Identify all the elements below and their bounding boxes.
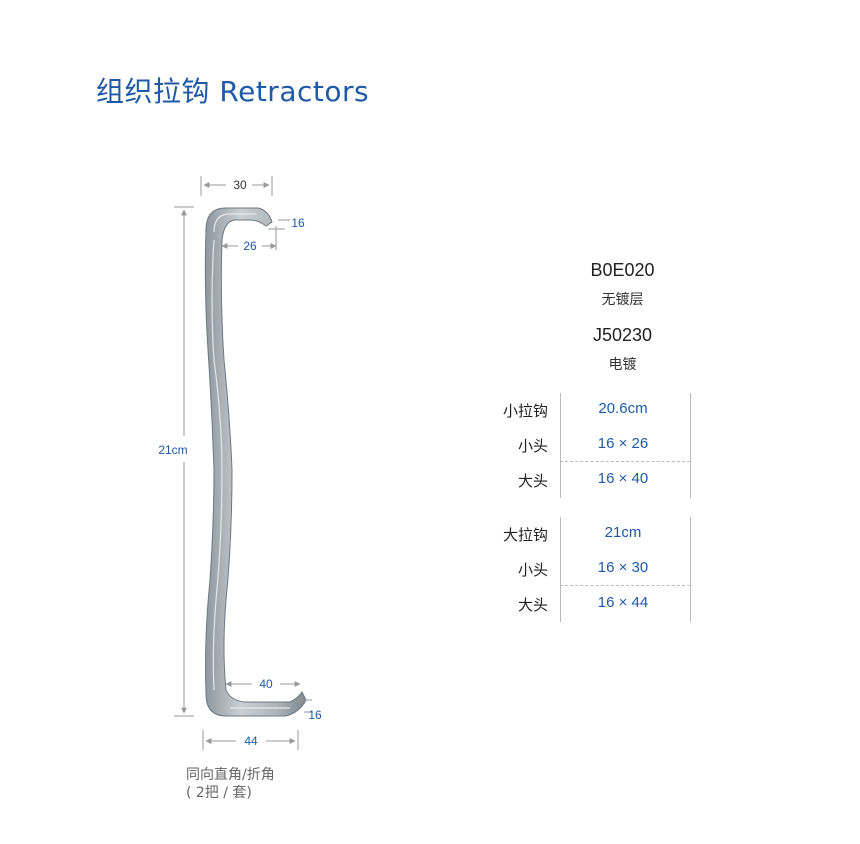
product-code: J50230 [592,325,653,345]
spec-table-large: 大拉钩 21cm 小头 16 × 30 大头 16 × 44 [480,517,710,622]
finish-note: 电镀 [608,357,637,373]
spec-label: 小头 [517,437,548,455]
spec-label: 小拉钩 [502,402,548,420]
spec-label: 大拉钩 [502,526,548,544]
overall-length-label: 21cm [158,443,187,457]
spec-value: 20.6cm [598,400,648,417]
spec-row: 小拉钩 20.6cm [480,393,710,428]
spec-value: 16 × 30 [597,559,649,576]
product-caption: 同向直角/折角 ( 2把 / 套) [186,766,275,802]
spec-row: 大拉钩 21cm [480,517,710,552]
spec-row: 大头 16 × 44 [480,587,710,622]
spec-table-small: 小拉钩 20.6cm 小头 16 × 26 大头 16 × 40 [480,393,710,498]
top-thickness-label: 16 [291,216,305,230]
code-block-plated: J50230 电镀 [530,325,715,374]
finish-note: 无镀层 [601,292,644,308]
spec-row: 小头 16 × 26 [480,428,710,463]
bottom-inner-width-label: 40 [259,677,273,691]
retractor-instrument [204,207,307,717]
spec-row: 小头 16 × 30 [480,552,710,587]
bottom-width-label: 44 [244,734,258,748]
top-width-label: 30 [233,178,247,192]
spec-label: 小头 [517,561,548,579]
caption-quantity: ( 2把 / 套) [186,785,252,801]
bottom-thickness-label: 16 [308,708,322,722]
spec-label: 大头 [517,596,548,614]
product-codes: B0E020 无镀层 J50230 电镀 [530,260,715,374]
spec-value: 16 × 44 [597,594,649,611]
page-title: 组织拉钩 Retractors [96,75,370,108]
spec-value: 21cm [604,524,642,541]
product-code: B0E020 [590,260,655,280]
top-inner-width-label: 26 [243,239,257,253]
spec-value: 16 × 26 [597,435,649,452]
spec-row: 大头 16 × 40 [480,463,710,498]
spec-label: 大头 [517,472,548,490]
code-block-uncoated: B0E020 无镀层 [530,260,715,309]
spec-value: 16 × 40 [597,470,649,487]
caption-angle: 同向直角/折角 [186,767,275,783]
